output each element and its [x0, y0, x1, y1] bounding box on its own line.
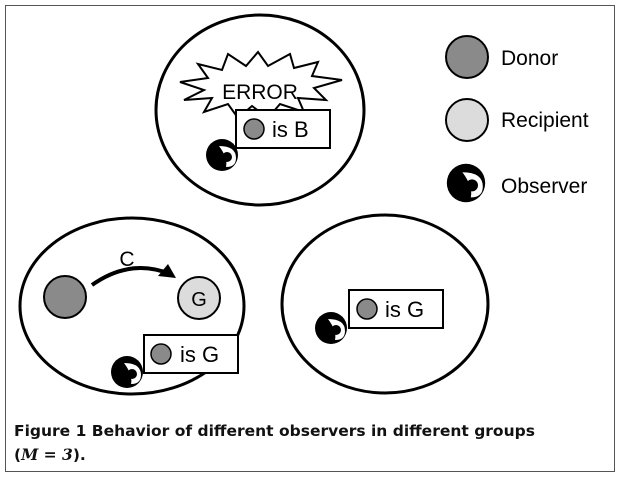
- observer-icon: [315, 312, 347, 344]
- legend: Donor Recipient Observer: [445, 35, 589, 203]
- donor-icon: [43, 275, 87, 319]
- observer-icon: [206, 139, 238, 171]
- cooperation-arrowhead: [158, 264, 176, 278]
- legend-recipient-icon: [445, 98, 489, 142]
- group-right: is G: [280, 213, 490, 395]
- caption-math-var: M: [21, 445, 39, 464]
- caption-math: (M = 3).: [14, 443, 604, 467]
- group-left: C G is G: [18, 216, 246, 396]
- error-burst-shape: [179, 50, 343, 120]
- reputation-label-donor-icon: [356, 298, 378, 320]
- reputation-label-box: [143, 334, 239, 374]
- legend-donor-icon: [445, 35, 489, 79]
- action-label: C: [119, 248, 134, 271]
- reputation-label-text: is B: [272, 117, 309, 142]
- legend-observer-icon: [446, 163, 486, 203]
- group-top: ERROR is B: [154, 13, 366, 207]
- reputation-label-donor-icon: [150, 343, 172, 365]
- legend-observer-label: Observer: [501, 175, 587, 198]
- observer-icon: [111, 356, 143, 388]
- reputation-label-text: is G: [385, 297, 424, 322]
- caption-math-open: (: [14, 446, 22, 464]
- reputation-label-text: is G: [180, 342, 219, 367]
- recipient-icon: [177, 276, 221, 320]
- figure-caption: Figure 1 Behavior of different observers…: [14, 420, 604, 467]
- reputation-label-donor-icon: [243, 118, 265, 140]
- caption-math-eq: = 3: [38, 445, 73, 464]
- figure-number: Figure 1: [14, 422, 87, 440]
- legend-donor-label: Donor: [501, 47, 558, 70]
- figure-frame: [5, 5, 615, 472]
- caption-text: Behavior of different observers in diffe…: [91, 422, 535, 440]
- legend-recipient-label: Recipient: [501, 109, 589, 132]
- diagram: ERROR is B Donor Recipient Observer C G …: [18, 13, 589, 396]
- caption-math-close: ).: [72, 446, 86, 464]
- recipient-reputation-label: G: [191, 289, 207, 311]
- error-text: ERROR: [222, 81, 298, 104]
